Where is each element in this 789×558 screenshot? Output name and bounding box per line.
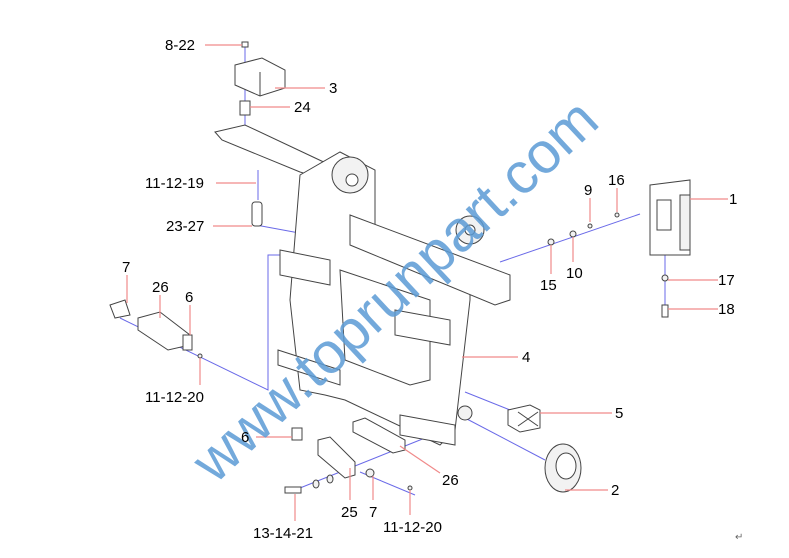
callout-1: 1 (729, 191, 737, 208)
part-8-22-screw (241, 41, 249, 48)
callout-10: 10 (566, 265, 583, 282)
callout-11-12-20-left: 11-12-20 (145, 389, 204, 406)
callout-25: 25 (341, 504, 358, 521)
part-5-pad (507, 404, 541, 433)
part-24-fitting (239, 100, 251, 116)
part-13-14-21-bolt (284, 486, 302, 494)
part-6-bracket-bottom (291, 427, 303, 441)
callout-24: 24 (294, 99, 311, 116)
callout-17: 17 (718, 272, 735, 289)
part-18-pin (661, 304, 669, 318)
part-11-12-20-left (197, 353, 203, 359)
part-16-bolt (614, 212, 620, 218)
callout-26-bottom: 26 (442, 472, 459, 489)
return-mark: ↵ (735, 532, 743, 543)
part-2-wheel (544, 443, 582, 493)
part-10-washer (569, 230, 577, 238)
part-7-clip-left (109, 299, 131, 319)
part-23-27-cylinder (251, 201, 263, 227)
washer (312, 479, 320, 489)
callout-8-22: 8-22 (165, 37, 195, 54)
part-25-pad (317, 436, 356, 479)
callout-9: 9 (584, 182, 592, 199)
leader-lines (126, 44, 728, 521)
part-1-bracket (649, 179, 691, 256)
part-4-main-frame (277, 151, 511, 446)
callout-11-12-19: 11-12-19 (145, 175, 204, 192)
callout-4: 4 (522, 349, 530, 366)
callout-13-14-21: 13-14-21 (253, 525, 313, 542)
part-3-block (234, 57, 286, 97)
part-7-clip-bottom (365, 468, 375, 478)
callout-6-left: 6 (185, 289, 193, 306)
callout-11-12-20-bottom: 11-12-20 (383, 519, 442, 536)
callout-6-bottom: 6 (241, 429, 249, 446)
callout-5: 5 (615, 405, 623, 422)
callout-23-27: 23-27 (166, 218, 204, 235)
part-6-bracket-left (182, 334, 193, 351)
washer (326, 474, 334, 484)
part-26-rail-left (137, 311, 191, 351)
callout-16: 16 (608, 172, 625, 189)
part-11-12-20-bottom (407, 485, 413, 491)
callout-18: 18 (718, 301, 735, 318)
callout-15: 15 (540, 277, 557, 294)
part-17-washer (661, 274, 669, 282)
callout-2: 2 (611, 482, 619, 499)
callout-3: 3 (329, 80, 337, 97)
callout-26-left: 26 (152, 279, 169, 296)
part-15-nut (547, 238, 555, 246)
callout-7-bottom: 7 (369, 504, 377, 521)
part-9-washer (587, 223, 593, 229)
callout-7-left: 7 (122, 259, 130, 276)
